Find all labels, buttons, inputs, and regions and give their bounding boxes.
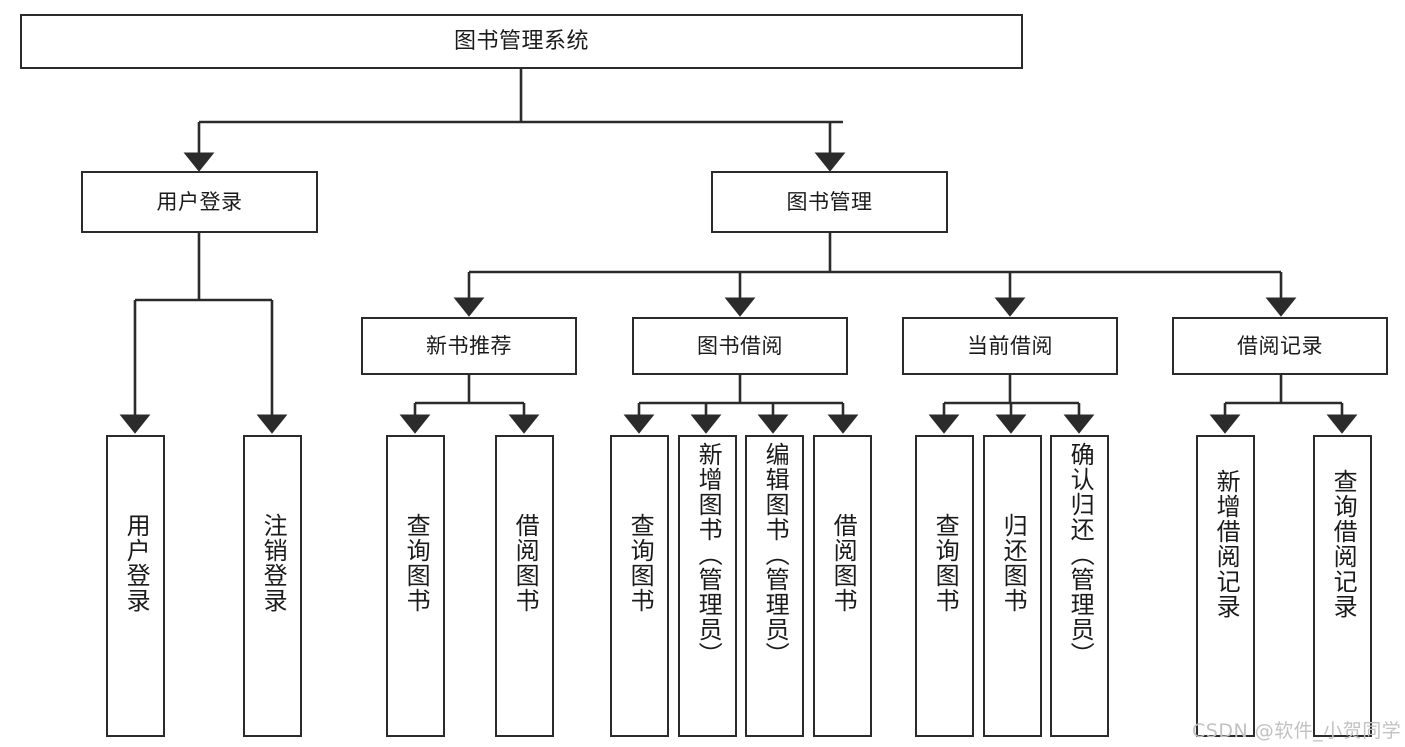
node-root-label: 图书管理系统: [453, 28, 589, 54]
leaf-user-login-label: 用户登录: [122, 513, 151, 613]
leaf-borrow-lend[interactable]: 借阅图书: [813, 435, 872, 737]
leaf-borrow-query[interactable]: 查询图书: [610, 435, 669, 737]
node-book-borrow[interactable]: 图书借阅: [632, 317, 848, 375]
leaf-user-logout[interactable]: 注销登录: [243, 435, 302, 737]
leaf-rec-add[interactable]: 新增借阅记录: [1196, 435, 1255, 737]
node-root[interactable]: 图书管理系统: [20, 14, 1023, 69]
leaf-borrow-edit-label: 编辑图书（管理员）: [761, 442, 790, 667]
leaf-rec-borrow[interactable]: 借阅图书: [495, 435, 554, 737]
leaf-rec-search-label: 查询借阅记录: [1329, 469, 1358, 619]
node-new-book-rec[interactable]: 新书推荐: [361, 317, 577, 375]
node-book-manage[interactable]: 图书管理: [711, 171, 948, 233]
leaf-cur-confirm[interactable]: 确认归还（管理员）: [1050, 435, 1109, 737]
leaf-rec-query[interactable]: 查询图书: [386, 435, 445, 737]
leaf-user-login[interactable]: 用户登录: [106, 435, 165, 737]
node-current-borrow[interactable]: 当前借阅: [902, 317, 1118, 375]
leaf-cur-return[interactable]: 归还图书: [983, 435, 1042, 737]
leaf-user-logout-label: 注销登录: [259, 513, 288, 613]
leaf-cur-query-label: 查询图书: [931, 513, 960, 613]
leaf-rec-query-label: 查询图书: [402, 513, 431, 613]
leaf-rec-add-label: 新增借阅记录: [1212, 469, 1241, 619]
node-user-login-label: 用户登录: [156, 189, 243, 214]
node-new-book-rec-label: 新书推荐: [426, 333, 512, 358]
leaf-cur-confirm-label: 确认归还（管理员）: [1066, 442, 1095, 667]
node-book-manage-label: 图书管理: [786, 189, 873, 214]
node-book-borrow-label: 图书借阅: [697, 333, 783, 358]
node-user-login[interactable]: 用户登录: [81, 171, 318, 233]
leaf-cur-return-label: 归还图书: [999, 513, 1028, 613]
leaf-borrow-add-label: 新增图书（管理员）: [694, 442, 723, 667]
node-current-borrow-label: 当前借阅: [967, 333, 1053, 358]
csdn-watermark: CSDN @软件_小贺同学: [1192, 720, 1402, 742]
leaf-rec-borrow-label: 借阅图书: [511, 513, 540, 613]
node-borrow-record-label: 借阅记录: [1237, 333, 1323, 358]
leaf-rec-search[interactable]: 查询借阅记录: [1313, 435, 1372, 737]
leaf-borrow-add[interactable]: 新增图书（管理员）: [678, 435, 737, 737]
leaf-cur-query[interactable]: 查询图书: [915, 435, 974, 737]
leaf-borrow-edit[interactable]: 编辑图书（管理员）: [745, 435, 804, 737]
leaf-borrow-lend-label: 借阅图书: [829, 513, 858, 613]
node-borrow-record[interactable]: 借阅记录: [1172, 317, 1388, 375]
leaf-borrow-query-label: 查询图书: [626, 513, 655, 613]
